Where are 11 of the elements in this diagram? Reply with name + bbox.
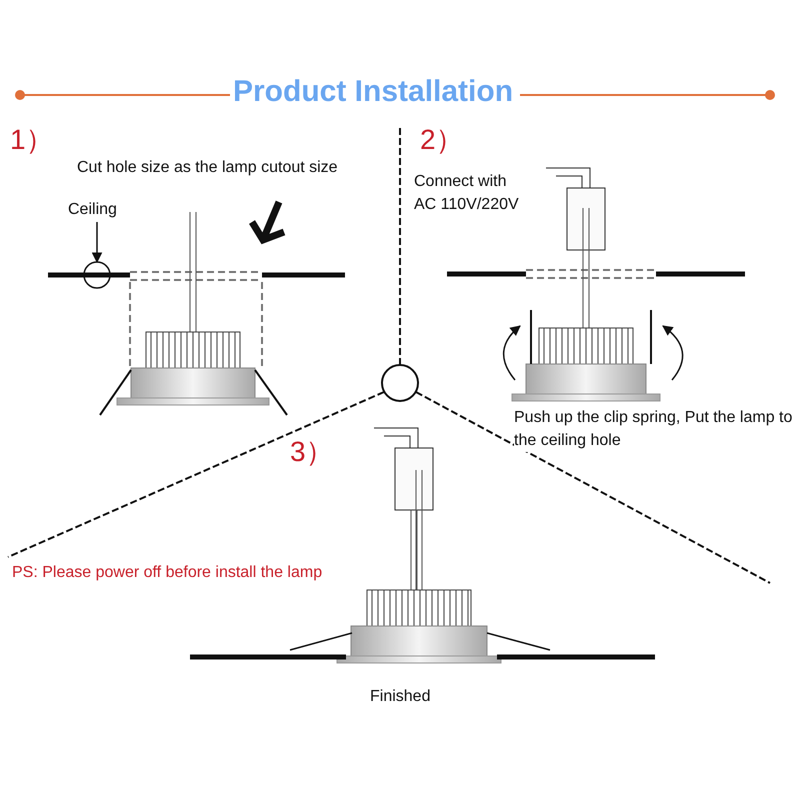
ceiling-label: Ceiling	[68, 198, 117, 222]
step-number: 3）	[290, 435, 334, 469]
instruction-text: Connect with AC 110V/220V	[414, 172, 520, 216]
step-number: 2）	[420, 123, 464, 157]
highlight-circle	[83, 261, 111, 289]
leader-line	[92, 222, 102, 264]
title: Product Installation	[233, 74, 514, 110]
instruction-text: Cut hole size as the lamp cutout size	[77, 158, 338, 178]
warning-note: PS: Please power off before install the lamp	[12, 563, 322, 583]
step-number: 1）	[10, 123, 54, 157]
status-text: Finished	[370, 687, 430, 707]
